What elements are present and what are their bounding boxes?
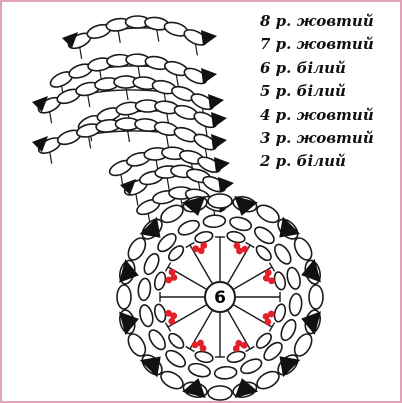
triangle-marker <box>218 177 234 193</box>
mid-chain <box>187 361 211 379</box>
bead <box>192 341 199 348</box>
triangle-marker <box>279 217 300 238</box>
legend-row-3: 3 р. жовтий <box>260 127 400 150</box>
bead <box>169 269 176 276</box>
outer-chain <box>117 285 131 309</box>
mid-chain <box>289 293 303 316</box>
triangle-marker <box>201 30 217 46</box>
stitch-post <box>50 111 52 123</box>
triangle-marker <box>140 217 161 238</box>
bead <box>200 242 207 249</box>
stitch-post <box>166 135 168 147</box>
outer-chain <box>208 194 232 208</box>
mid-chain <box>272 242 294 267</box>
inner-chain <box>254 243 274 263</box>
mid-chain <box>214 366 237 380</box>
row-legend: 8 р. жовтий 7 р. жовтий 6 р. білий 5 р. … <box>260 10 400 174</box>
mid-chain <box>203 214 226 228</box>
stitch-post <box>138 66 140 78</box>
mid-chain <box>285 266 302 290</box>
legend-row-8: 8 р. жовтий <box>260 10 400 33</box>
stitch-post <box>89 137 91 149</box>
stitch-post <box>136 193 138 205</box>
triangle-marker <box>201 68 217 84</box>
stitch-post <box>157 30 159 42</box>
stitch-post <box>128 130 130 142</box>
triangle-marker <box>208 94 224 110</box>
triangle-marker <box>280 356 301 377</box>
mid-chain <box>146 327 168 352</box>
mid-chain <box>228 215 252 233</box>
arc-rows <box>32 16 234 225</box>
stitch-post <box>118 31 120 43</box>
legend-row-7: 7 р. жовтий <box>260 33 400 56</box>
stitch-post <box>167 178 169 190</box>
bead <box>242 246 249 253</box>
center-label: 6 <box>214 288 226 308</box>
bead <box>264 319 271 326</box>
mid-chain <box>252 224 277 247</box>
mid-chain <box>138 304 155 328</box>
triangle-marker <box>140 357 161 378</box>
inner-chain <box>194 350 214 364</box>
inner-chain <box>273 303 287 323</box>
stitch-post <box>176 75 178 87</box>
triangle-marker <box>214 157 230 173</box>
legend-row-5: 5 р. білий <box>260 80 400 103</box>
center-ring: 6 <box>205 282 235 312</box>
bead <box>268 277 275 284</box>
mid-chain <box>163 347 188 370</box>
stitch-post <box>88 95 90 107</box>
triangle-marker <box>211 112 227 128</box>
outer-chain <box>208 386 232 400</box>
arc-row <box>62 16 217 59</box>
inner-chain <box>166 331 186 351</box>
legend-row-6: 6 р. білий <box>260 57 400 80</box>
outer-chain <box>309 285 323 309</box>
bead <box>165 310 172 317</box>
triangle-marker <box>211 134 227 150</box>
mid-chain <box>137 278 151 301</box>
bead <box>233 345 240 352</box>
stitch-post <box>80 47 82 59</box>
legend-row-4: 4 р. жовтий <box>260 104 400 127</box>
legend-row-2: 2 р. білий <box>260 150 400 173</box>
inner-chain <box>153 271 167 291</box>
inner-chain <box>226 230 246 244</box>
stitch-post <box>50 152 52 164</box>
